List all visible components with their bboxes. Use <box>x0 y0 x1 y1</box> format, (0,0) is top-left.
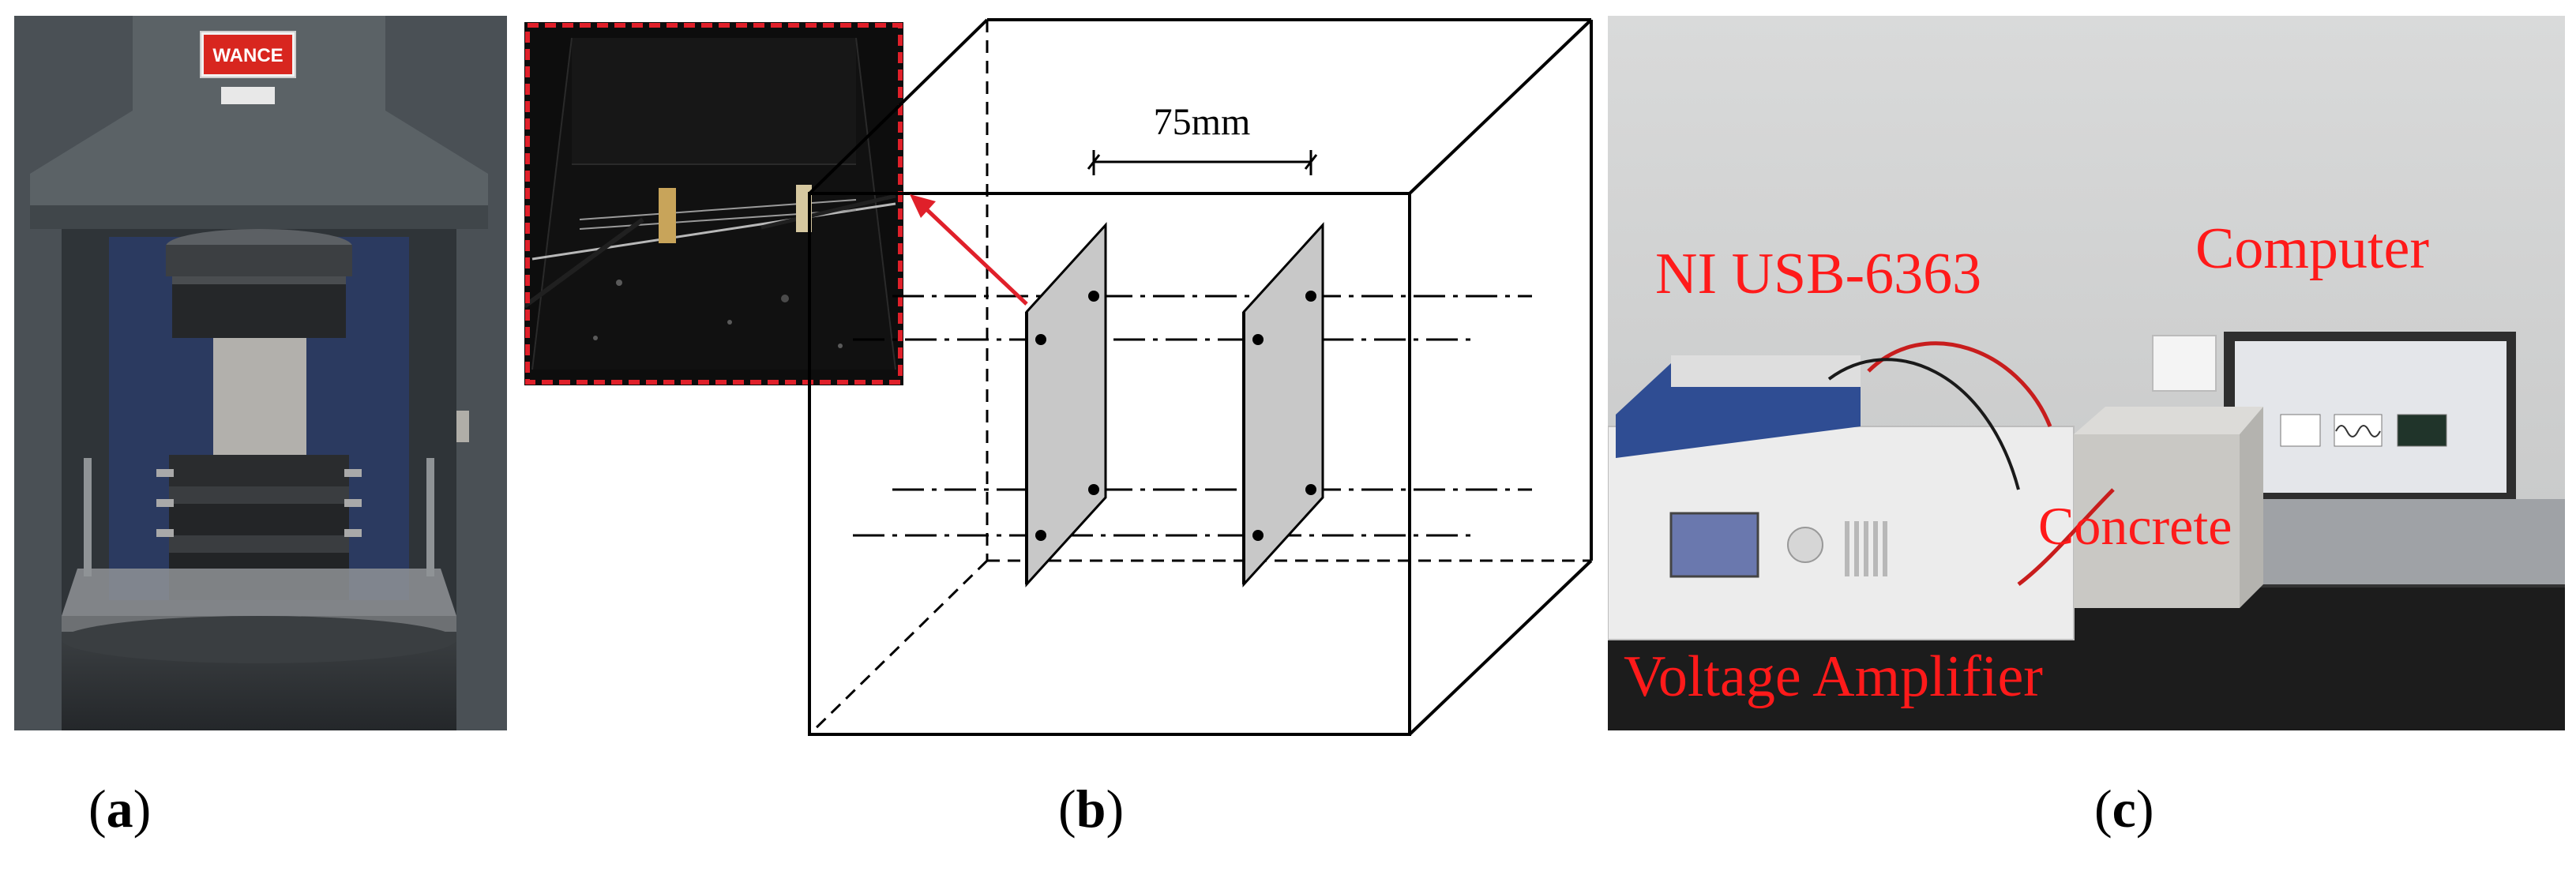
schematic-svg: 75mm <box>808 18 1593 736</box>
label-amplifier: Voltage Amplifier <box>1624 644 2043 709</box>
panel-b-schematic: 75mm <box>790 8 1611 750</box>
svg-text:WANCE: WANCE <box>212 45 283 66</box>
caption-a: (a) <box>88 779 152 839</box>
label-computer: Computer <box>2195 216 2429 281</box>
dimension-label: 75mm <box>1154 101 1251 143</box>
panel-a-photo: WANCE <box>14 16 507 730</box>
wire-lines <box>853 295 1532 537</box>
cube-hidden-edge <box>808 559 989 736</box>
panel-b-inset-photo <box>524 22 903 385</box>
callout-arrowhead <box>910 194 936 218</box>
caption-b: (b) <box>1058 779 1125 839</box>
label-concrete: Concrete <box>2038 496 2232 556</box>
caption-c: (c) <box>2094 779 2154 839</box>
callout-arrow <box>922 205 1028 306</box>
label-daq: NI USB-6363 <box>1655 242 1982 306</box>
contact-dots <box>1035 291 1316 541</box>
panel-c-photo: NI USB-6363 Computer Concrete Voltage Am… <box>1608 16 2565 730</box>
